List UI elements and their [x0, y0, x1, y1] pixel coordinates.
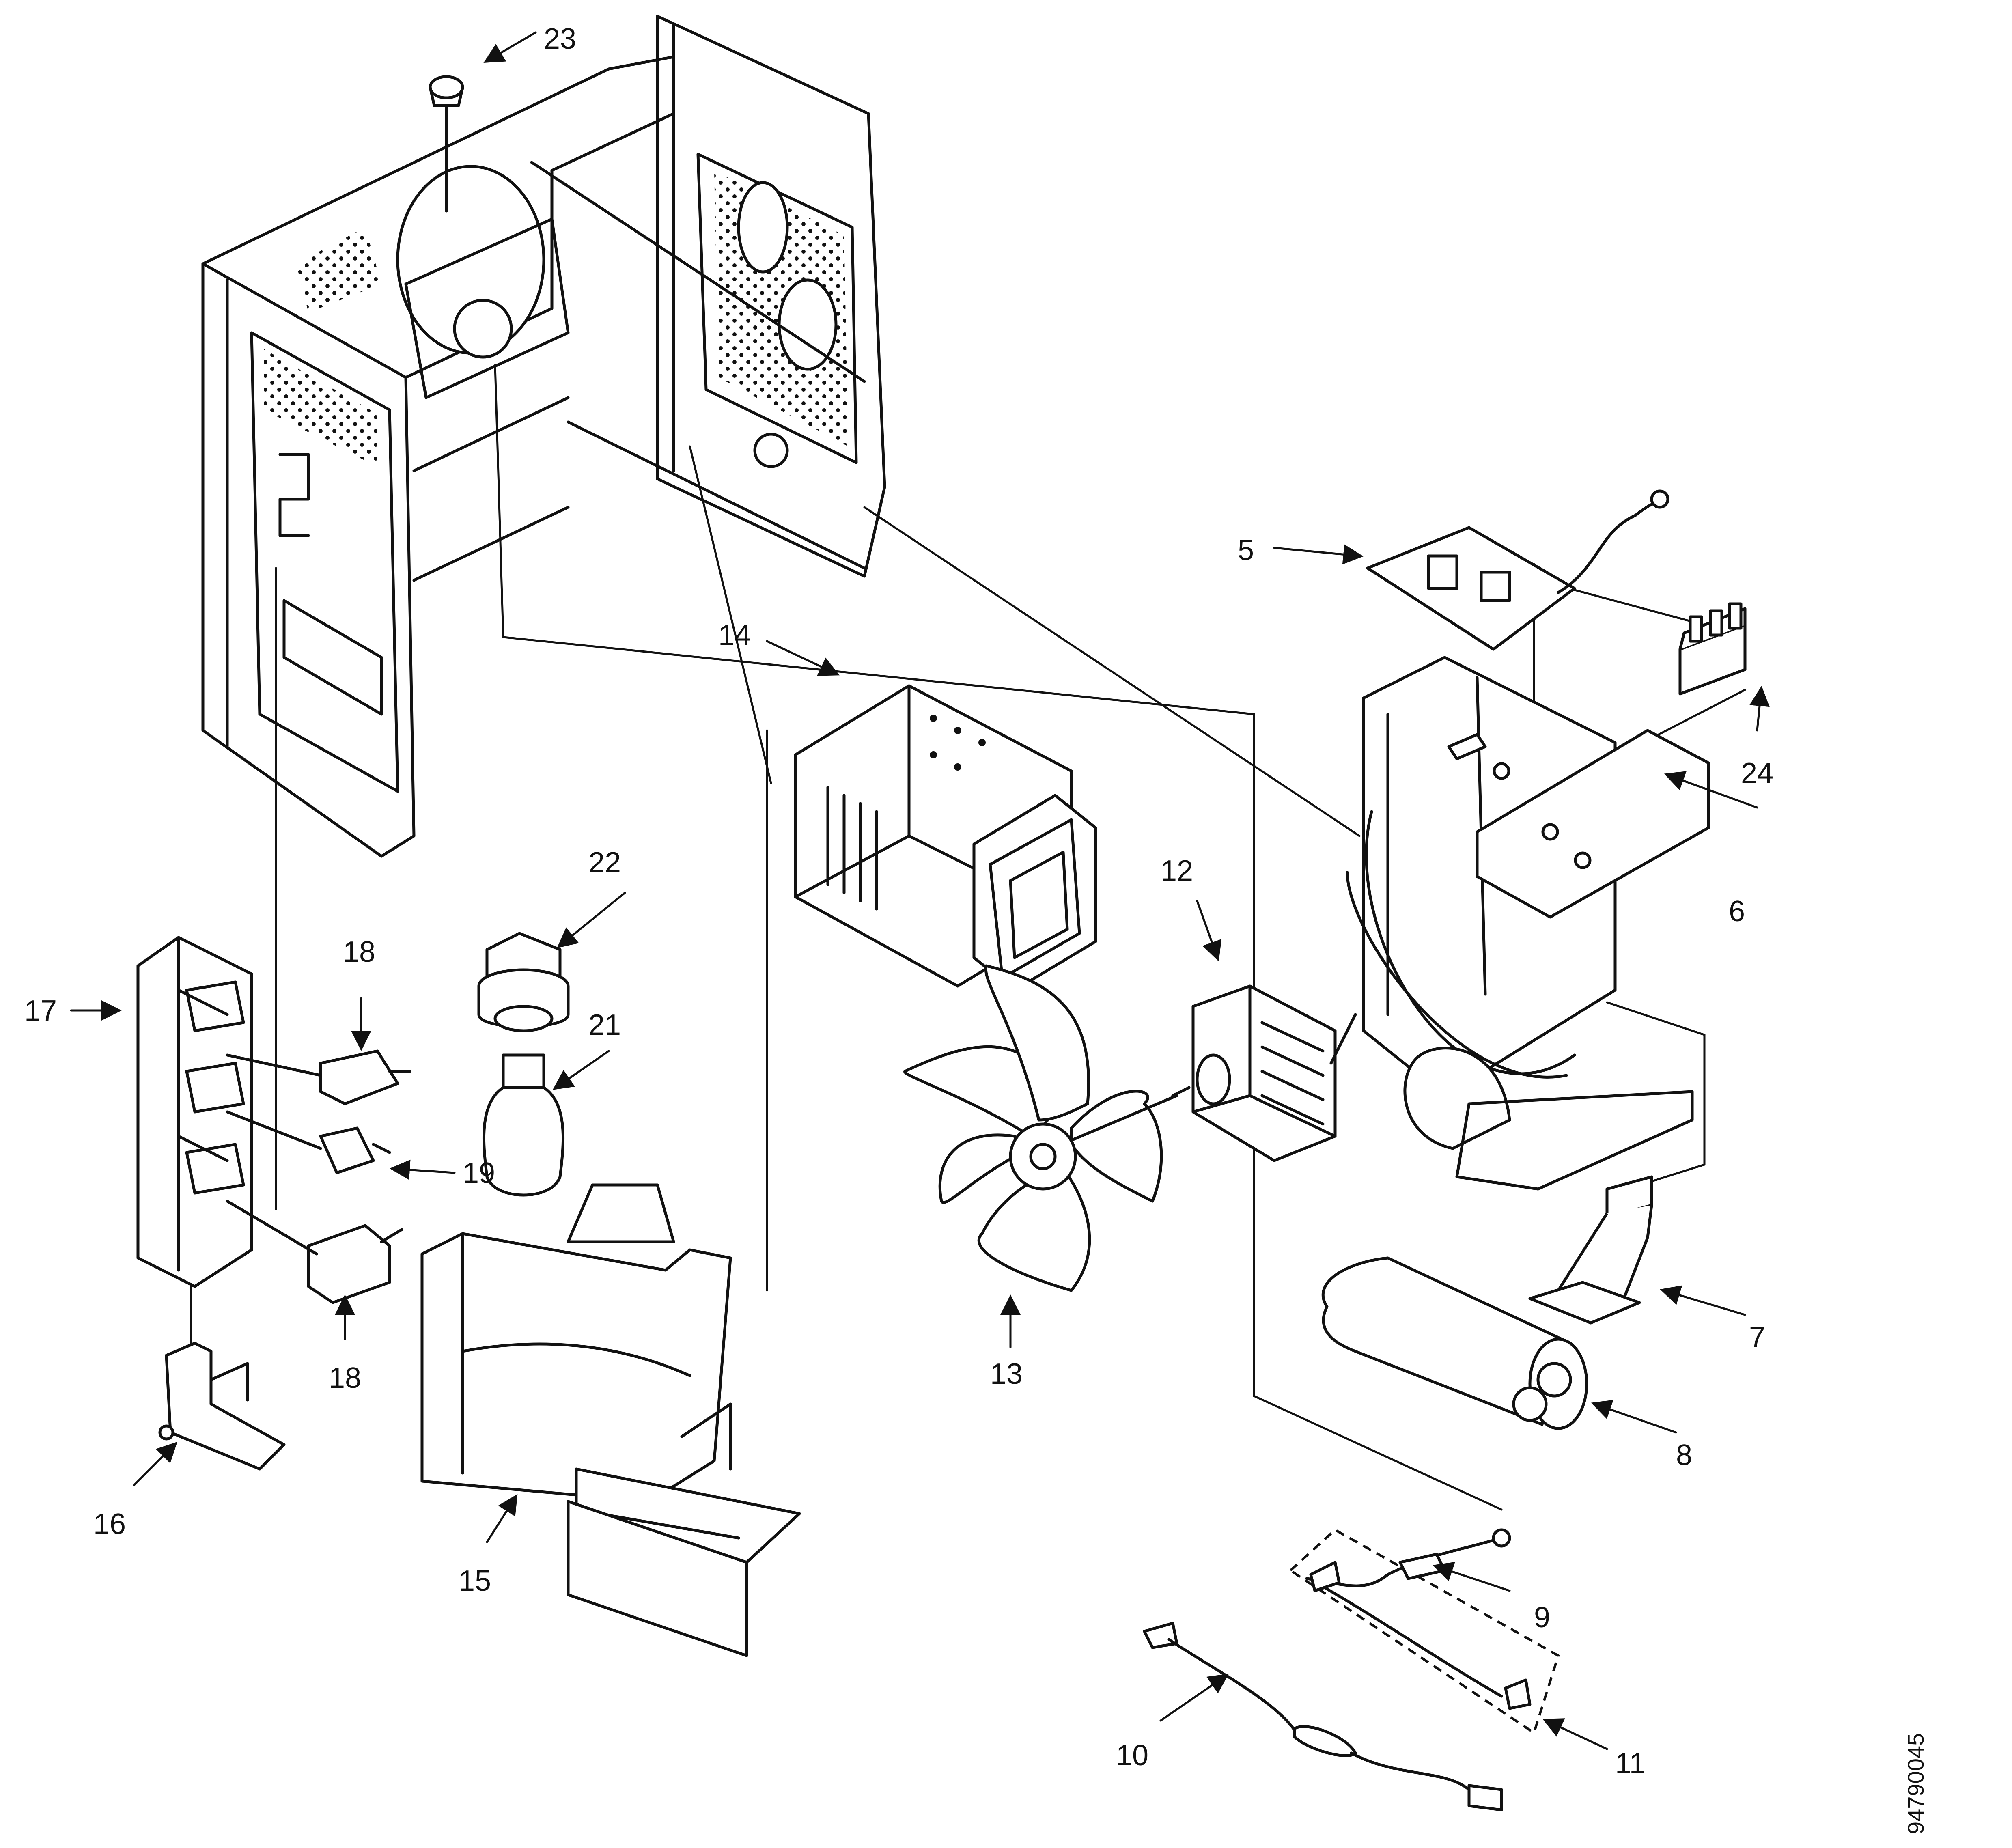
callout-10: 10 [1116, 1739, 1148, 1772]
part-12-fan-motor [1171, 984, 1357, 1162]
document-id: 94790045 [1903, 1733, 1928, 1834]
part-16-latch-bracket [158, 1342, 286, 1471]
callout-19: 19 [463, 1157, 495, 1189]
callout-24: 24 [1741, 757, 1773, 790]
leader-arrows [70, 31, 1770, 1750]
part-10-fuse-lead [1143, 1622, 1503, 1811]
part-11-hv-diode-kit [1288, 1528, 1560, 1735]
part-18-lower-micro-switch [226, 1200, 403, 1304]
oven-chassis [201, 15, 886, 858]
part-18-upper-micro-switch [226, 1049, 411, 1105]
callout-18-lower: 18 [329, 1362, 361, 1394]
callout-14: 13 [990, 1358, 1023, 1390]
part-8-high-voltage-capacitor [1321, 1256, 1588, 1430]
callout-15: 15 [459, 1565, 491, 1597]
callout-12: 12 [1161, 855, 1193, 887]
callout-17: 17 [24, 995, 57, 1027]
part-22-lamp-socket [477, 932, 570, 1032]
part-19-monitor-switch [226, 1110, 391, 1174]
callout-11: 11 [1615, 1747, 1646, 1780]
callout-23: 23 [544, 23, 576, 55]
part-24-relay-connector [1678, 602, 1747, 696]
part-17-interlock-switch-holder [136, 936, 253, 1288]
part-23-thermostat [429, 75, 464, 213]
callout-8: 8 [1676, 1439, 1692, 1471]
part-21-lamp-bulb [482, 1053, 565, 1197]
part-7-capacitor-bracket [1528, 1175, 1653, 1325]
callout-18-upper: 18 [343, 936, 375, 968]
part-15-air-guide [420, 1183, 801, 1657]
callout-6: 6 [1729, 895, 1745, 928]
callout-7: 7 [1749, 1321, 1765, 1354]
callout-16: 16 [93, 1508, 126, 1540]
part-6-air-duct-bracket [1346, 656, 1710, 1191]
part-5-control-board [1366, 489, 1669, 651]
callout-22: 22 [588, 846, 621, 879]
callout-labels: 23 5 24 6 14 22 21 12 17 18 19 18 16 15 … [24, 23, 1773, 1780]
part-13-magnetron [794, 684, 1097, 992]
callout-21: 21 [588, 1009, 621, 1041]
part-14-fan-blade [903, 964, 1178, 1292]
callout-9: 9 [1534, 1601, 1550, 1634]
callout-5: 5 [1238, 534, 1254, 566]
callout-13: 14 [718, 619, 751, 652]
